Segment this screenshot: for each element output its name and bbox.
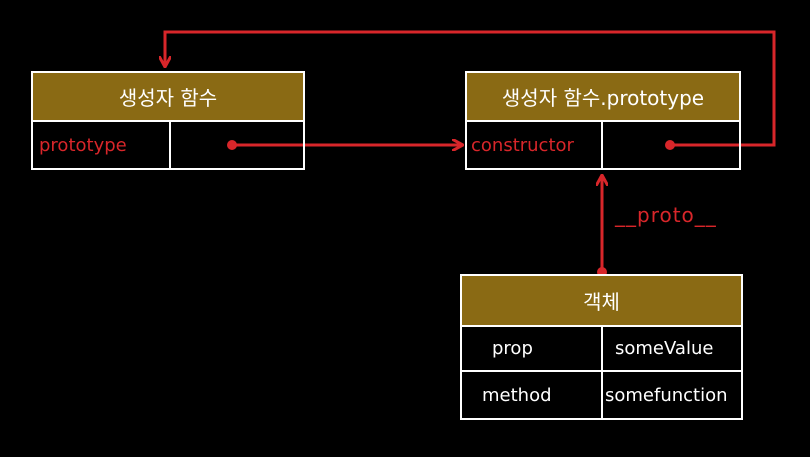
proto-label: __proto__ [615,203,717,227]
prototype-object-box: 생성자 함수.prototype constructor [465,71,741,170]
prototype-arrow [227,140,462,150]
prototype-object-title: 생성자 함수.prototype [467,73,739,122]
constructor-function-box: 생성자 함수 prototype [31,71,305,170]
object-row-value: somefunction [605,384,728,406]
proto-arrow [597,176,607,277]
object-row-prop: prop someValue [462,327,741,372]
constructor-property-label: constructor [467,122,603,168]
object-row-method: method somefunction [462,372,741,418]
constructor-function-title: 생성자 함수 [33,73,303,122]
instance-object-title: 객체 [462,276,741,327]
prototype-property-label: prototype [33,122,171,168]
object-row-value: someValue [615,338,714,359]
instance-object-box: 객체 prop someValue method somefunction [460,274,743,420]
constructor-property-value [603,122,739,168]
object-row-key: prop [462,327,603,370]
prototype-property-value [171,122,303,168]
object-row-key: method [462,372,603,418]
